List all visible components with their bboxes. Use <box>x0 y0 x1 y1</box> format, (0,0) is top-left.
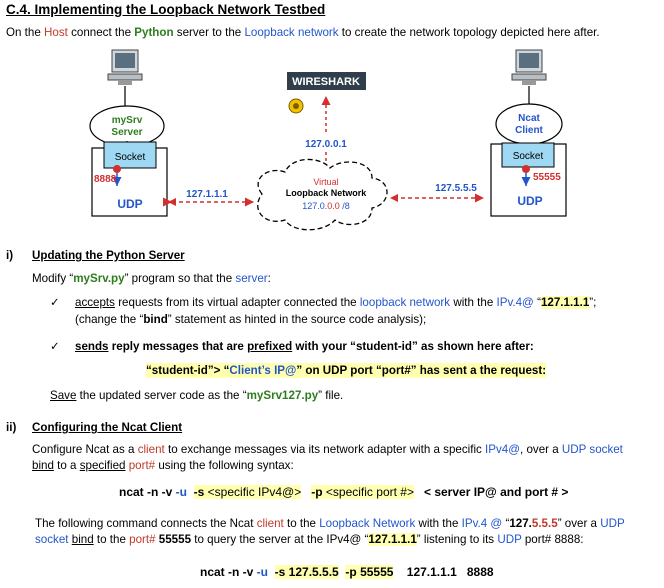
ncat-example-command: ncat -n -v -u -s 127.5.5.5 -p 55555 127.… <box>200 565 494 579</box>
svg-text:WIRESHARK: WIRESHARK <box>292 76 360 88</box>
page-title: C.4. Implementing the Loopback Network T… <box>6 2 326 17</box>
section-i-heading: Updating the Python Server <box>32 249 185 262</box>
client-name-1: Ncat <box>518 113 540 124</box>
section-ii-line3: The following command connects the Ncat … <box>35 517 625 530</box>
wireshark-logo: WIRESHARK <box>287 72 366 90</box>
intro-paragraph: On the Host connect the Python server to… <box>6 26 600 39</box>
server-port: 8888 <box>94 174 117 185</box>
client-port: 55555 <box>533 172 561 183</box>
client-socket <box>501 142 555 168</box>
server-name-1: mySrv <box>112 115 143 126</box>
wireshark-ip: 127.0.0.1 <box>305 139 347 150</box>
server-ip-label: 127.1.1.1 <box>186 189 228 200</box>
client-ellipse <box>495 103 563 145</box>
client-udp: UDP <box>517 194 542 208</box>
section-ii-line2: bind to a specified port# using the foll… <box>32 459 294 472</box>
server-computer-icon <box>107 49 143 85</box>
reply-format: “student-id”> “Client’s IP@” on UDP port… <box>146 363 547 378</box>
check-icon: ✓ <box>50 340 60 353</box>
section-ii-number: ii) <box>6 421 17 434</box>
server-ellipse <box>89 105 165 147</box>
server-port-dot <box>113 165 121 173</box>
server-udp: UDP <box>117 197 142 211</box>
section-i-intro: Modify “mySrv.py” program so that the se… <box>32 272 271 285</box>
cloud-label-3: 127.0.0.0 /8 <box>302 201 350 211</box>
bullet-sends: sends reply messages that are prefixed w… <box>75 340 534 353</box>
cloud-label-1: Virtual <box>313 177 338 187</box>
client-name-2: Client <box>515 125 543 136</box>
section-ii-line1: Configure Ncat as a client to exchange m… <box>32 443 623 456</box>
server-socket <box>103 141 157 169</box>
client-computer-icon <box>511 49 547 85</box>
save-instruction: Save the updated server code as the “myS… <box>50 389 344 402</box>
client-ip-label: 127.5.5.5 <box>435 183 477 194</box>
ncat-syntax: ncat -n -v -u -s <specific IPv4@> -p <sp… <box>119 485 569 499</box>
bullet-accepts-line2: (change the “bind” statement as hinted i… <box>75 313 427 326</box>
client-port-dot <box>522 165 530 173</box>
section-ii-line4: socket bind to the port# 55555 to query … <box>35 533 584 546</box>
cloud-label-2: Loopback Network <box>286 188 368 198</box>
network-topology-diagram: mySrv Server Socket 8888 UDP WIRESHARK 1… <box>89 49 567 231</box>
server-name-2: Server <box>111 127 142 138</box>
bullet-accepts-line1: accepts requests from its virtual adapte… <box>75 296 597 309</box>
check-icon: ✓ <box>50 296 60 309</box>
client-socket-label: Socket <box>513 151 544 162</box>
section-i-number: i) <box>6 249 14 262</box>
server-socket-label: Socket <box>115 152 146 163</box>
loopback-cloud <box>257 158 388 231</box>
section-ii-heading: Configuring the Ncat Client <box>32 421 183 434</box>
